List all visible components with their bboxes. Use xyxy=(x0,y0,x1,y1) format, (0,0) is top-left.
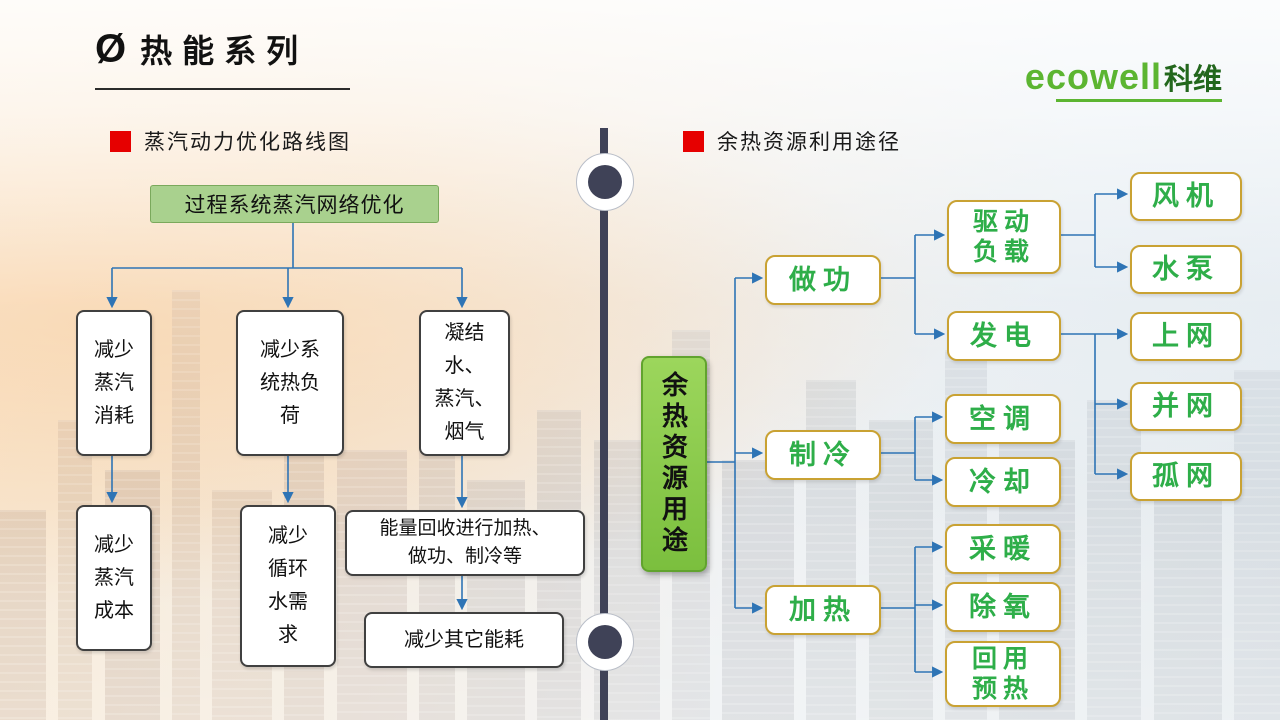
timeline-node-dot xyxy=(588,625,622,659)
page-title: Ø 热能系列 xyxy=(95,26,308,72)
node-air-conditioning: 空调 xyxy=(945,394,1061,444)
node-deaeration: 除氧 xyxy=(945,582,1061,632)
node-reuse-preheat: 回用 预热 xyxy=(945,641,1061,707)
flow-box-reduce-circulating-water-demand: 减少 循环 水需 求 xyxy=(240,505,336,667)
node-do-work: 做功 xyxy=(765,255,881,305)
flow-box-reduce-system-heat-load: 减少系 统热负 荷 xyxy=(236,310,344,456)
node-fan: 风机 xyxy=(1130,172,1242,221)
node-power-generation: 发电 xyxy=(947,311,1061,361)
flow-box-energy-recovery: 能量回收进行加热、 做功、制冷等 xyxy=(345,510,585,576)
right-heading-text: 余热资源利用途径 xyxy=(717,131,901,154)
timeline-node-circle-top xyxy=(576,153,634,211)
node-refrigeration: 制冷 xyxy=(765,430,881,480)
node-water-pump: 水泵 xyxy=(1130,245,1242,294)
red-square-bullet xyxy=(683,130,704,152)
node-grid-sale: 上网 xyxy=(1130,312,1242,361)
logo-secondary-text: 科维 xyxy=(1163,64,1222,96)
node-islanded-grid: 孤网 xyxy=(1130,452,1242,501)
flow-box-condensate-steam-fluegas: 凝结 水、 蒸汽、 烟气 xyxy=(419,310,510,456)
center-divider-line xyxy=(600,128,608,720)
left-heading-text: 蒸汽动力优化路线图 xyxy=(144,131,351,154)
flow-root-steam-network-optimization: 过程系统蒸汽网络优化 xyxy=(150,185,439,223)
node-heating: 加热 xyxy=(765,585,881,635)
red-square-bullet xyxy=(110,130,131,152)
slashed-circle-icon: Ø xyxy=(95,26,127,71)
left-section-heading: 蒸汽动力优化路线图 xyxy=(110,126,351,156)
page-title-text: 热能系列 xyxy=(140,33,309,69)
hub-waste-heat-uses: 余热资源用途 xyxy=(641,356,707,572)
logo-primary-text: ecowell xyxy=(1024,56,1162,97)
title-underline xyxy=(95,88,350,90)
node-grid-connected: 并网 xyxy=(1130,382,1242,431)
node-drive-load: 驱动 负载 xyxy=(947,200,1061,274)
timeline-node-dot xyxy=(588,165,622,199)
ecowell-logo: ecowell 科维 xyxy=(1025,56,1222,98)
node-cooling: 冷却 xyxy=(945,457,1061,507)
logo-underline xyxy=(1056,99,1222,102)
flow-box-reduce-steam-cost: 减少 蒸汽 成本 xyxy=(76,505,152,651)
flow-box-reduce-steam-consumption: 减少 蒸汽 消耗 xyxy=(76,310,152,456)
flow-box-reduce-other-energy: 减少其它能耗 xyxy=(364,612,564,668)
right-section-heading: 余热资源利用途径 xyxy=(683,126,901,156)
node-space-heating: 采暖 xyxy=(945,524,1061,574)
timeline-node-circle-bottom xyxy=(576,613,634,671)
